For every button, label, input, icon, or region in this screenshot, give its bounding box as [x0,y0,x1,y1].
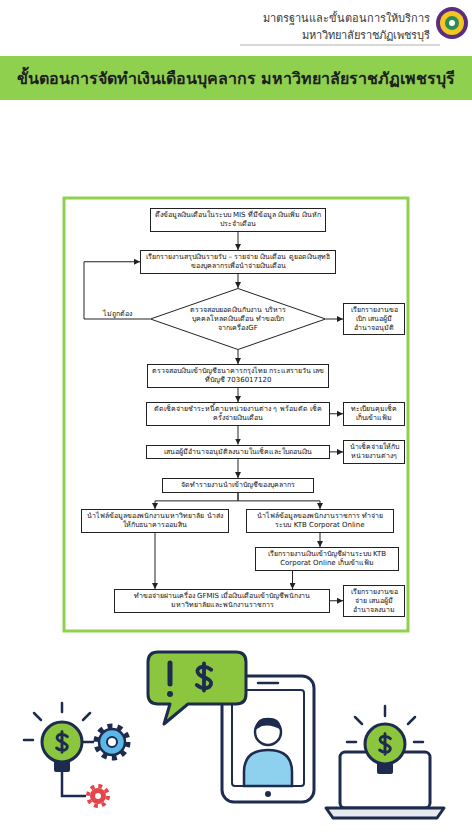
process-box: เรียกรายงานขอเบิก เสนอผู้มีอำนาจอนุมัติ [343,303,405,335]
header-text: มาตรฐานและขั้นตอนการให้บริการ [263,9,430,27]
dollar-symbol [57,732,68,752]
logo-center [445,16,459,30]
light-ray [408,717,415,724]
gear [90,788,106,804]
person-hair [255,718,281,730]
flow-arrow [238,426,239,445]
gear [99,729,125,755]
header-rule [240,45,440,46]
node-text: ตัดเช็คจ่ายชำระหนี้ตามหน่วยงานต่าง ๆ พร้… [150,405,326,423]
process-box: ทำขอจ่ายผ่านเครื่อง GFMIS เมื่อเงินเดือน… [114,589,330,613]
title-holder: ขั้นตอนการจัดทำเงินเดือนบุคลากร มหาวิทยา… [0,56,472,100]
light-ray [83,713,90,720]
diamond-outline [151,289,326,350]
gear-teeth [96,726,128,758]
header-text: มหาวิทยาลัยราชภัฏเพชรบุรี [302,26,430,44]
light-ray [61,703,64,712]
node-text: ตรวจสอบเงินเข้าบัญชีธนาคารกรุงไทย กระแสร… [151,367,325,385]
decision-diamond: ตรวจสอบยอดเงินกับงาน บริหารบุคคลโหลดเงิน… [150,288,326,350]
exclamation-mark [168,663,173,684]
node-text: นำไฟล์ข้อมูลของพนักงานมหาวิทยาลัย นำส่งใ… [85,512,225,530]
title-banner [0,56,472,100]
process-box: ตัดเช็คจ่ายชำระหนี้ตามหน่วยงานต่าง ๆ พร้… [146,402,330,426]
flow-arrow [238,493,320,509]
node-text: ทะเบียนคุมเช็ค เก็บเข้าแฟ้ม [347,405,401,423]
speech-bubble [148,652,246,724]
process-box: ตรวจสอบเงินเข้าบัญชีธนาคารกรุงไทย กระแสร… [147,364,329,388]
node-text: ตรวจสอบยอดเงินกับงาน บริหารบุคคลโหลดเงิน… [189,306,287,332]
process-box: เสนอผู้มีอำนาจอนุมัติลงนามในเช็คและใบถอน… [146,445,330,460]
light-ray [384,706,387,716]
process-box: เรียกรายงานเงินเข้าบัญชีผ่านระบบ KTB Cor… [255,547,399,571]
logo-ring [436,7,468,39]
flow-arrow [330,600,343,601]
dollar-symbol [197,663,211,690]
flow-arrow [326,319,343,320]
process-box: จัดทำรายงานนำเข้าบัญชีของบุคลากร [162,478,314,493]
flowchart-frame [64,198,408,631]
gear-hole [95,793,101,799]
light-ray [355,717,362,724]
phone-screen [232,690,304,786]
gear-teeth [88,786,108,806]
phone-speaker [258,682,278,685]
flow-arrow [238,350,239,364]
flow-arrow [155,533,156,590]
dollar-symbol [380,734,391,754]
lightbulb [365,724,405,764]
wire [62,772,86,796]
node-text: เรียกรายงานสรุปเงินรายรับ – รายจ่าย เงิน… [144,253,332,271]
process-box: ดึงข้อมูลเงินเดือนในระบบ MIS ที่มีข้อมูล… [150,208,326,232]
light-ray [34,713,41,720]
flow-arrow [238,459,239,478]
node-text: นำเช็คจ่ายให้กับ หน่วยงานต่างๆ [347,443,401,461]
process-box: นำเช็คจ่ายให้กับ หน่วยงานต่างๆ [343,440,405,464]
node-text: เรียกรายงานเงินเข้าบัญชีผ่านระบบ KTB Cor… [259,550,395,568]
flow-arrow [330,413,343,414]
logo-disc [440,11,464,35]
laptop-base [326,808,444,818]
page-title: ขั้นตอนการจัดทำเงินเดือนบุคลากร มหาวิทยา… [17,66,456,91]
flow-arrow [238,232,239,251]
person-body [244,750,292,786]
diamond-text-holder: ตรวจสอบยอดเงินกับงาน บริหารบุคคลโหลดเงิน… [189,306,287,332]
flow-arrow [238,274,239,289]
flow-arrow [320,533,321,548]
gear-hole [107,737,117,747]
node-text: นำไฟล์ข้อมูลของพนักงานราชการ ทำจ่ายระบบ … [250,512,390,530]
node-text: ดึงข้อมูลเงินเดือนในระบบ MIS ที่มีข้อมูล… [154,211,322,229]
node-text: เรียกรายงานขอจ่าย เสนอผู้มีอำนาจลงนาม [347,588,401,614]
logo-dot [449,20,455,26]
process-box: นำไฟล์ข้อมูลของพนักงานมหาวิทยาลัย นำส่งใ… [81,509,229,533]
flow-arrow [292,571,293,590]
exclamation-dot [167,691,173,697]
node-text: ทำขอจ่ายผ่านเครื่อง GFMIS เมื่อเงินเดือน… [118,592,326,610]
node-text: เรียกรายงานขอเบิก เสนอผู้มีอำนาจอนุมัติ [347,306,401,332]
flow-arrow [238,388,239,403]
process-box: เรียกรายงานสรุปเงินรายรับ – รายจ่าย เงิน… [140,250,336,274]
process-box: เรียกรายงานขอจ่าย เสนอผู้มีอำนาจลงนาม [343,585,405,617]
light-ray [414,741,423,744]
light-ray [24,739,33,742]
process-box: ทะเบียนคุมเช็ค เก็บเข้าแฟ้ม [343,402,405,426]
edge-label: ไม่ถูกต้อง [103,310,132,318]
flow-arrow [330,451,343,452]
lightbulb [42,722,82,762]
process-box: นำไฟล์ข้อมูลของพนักงานราชการ ทำจ่ายระบบ … [246,509,394,533]
flow-arrow [155,493,238,509]
phone-button [265,791,271,797]
wire [82,741,94,744]
node-text: เสนอผู้มีอำนาจอนุมัติลงนามในเช็คและใบถอน… [150,448,326,457]
light-ray [347,741,356,744]
node-text: จัดทำรายงานนำเข้าบัญชีของบุคลากร [166,481,310,490]
